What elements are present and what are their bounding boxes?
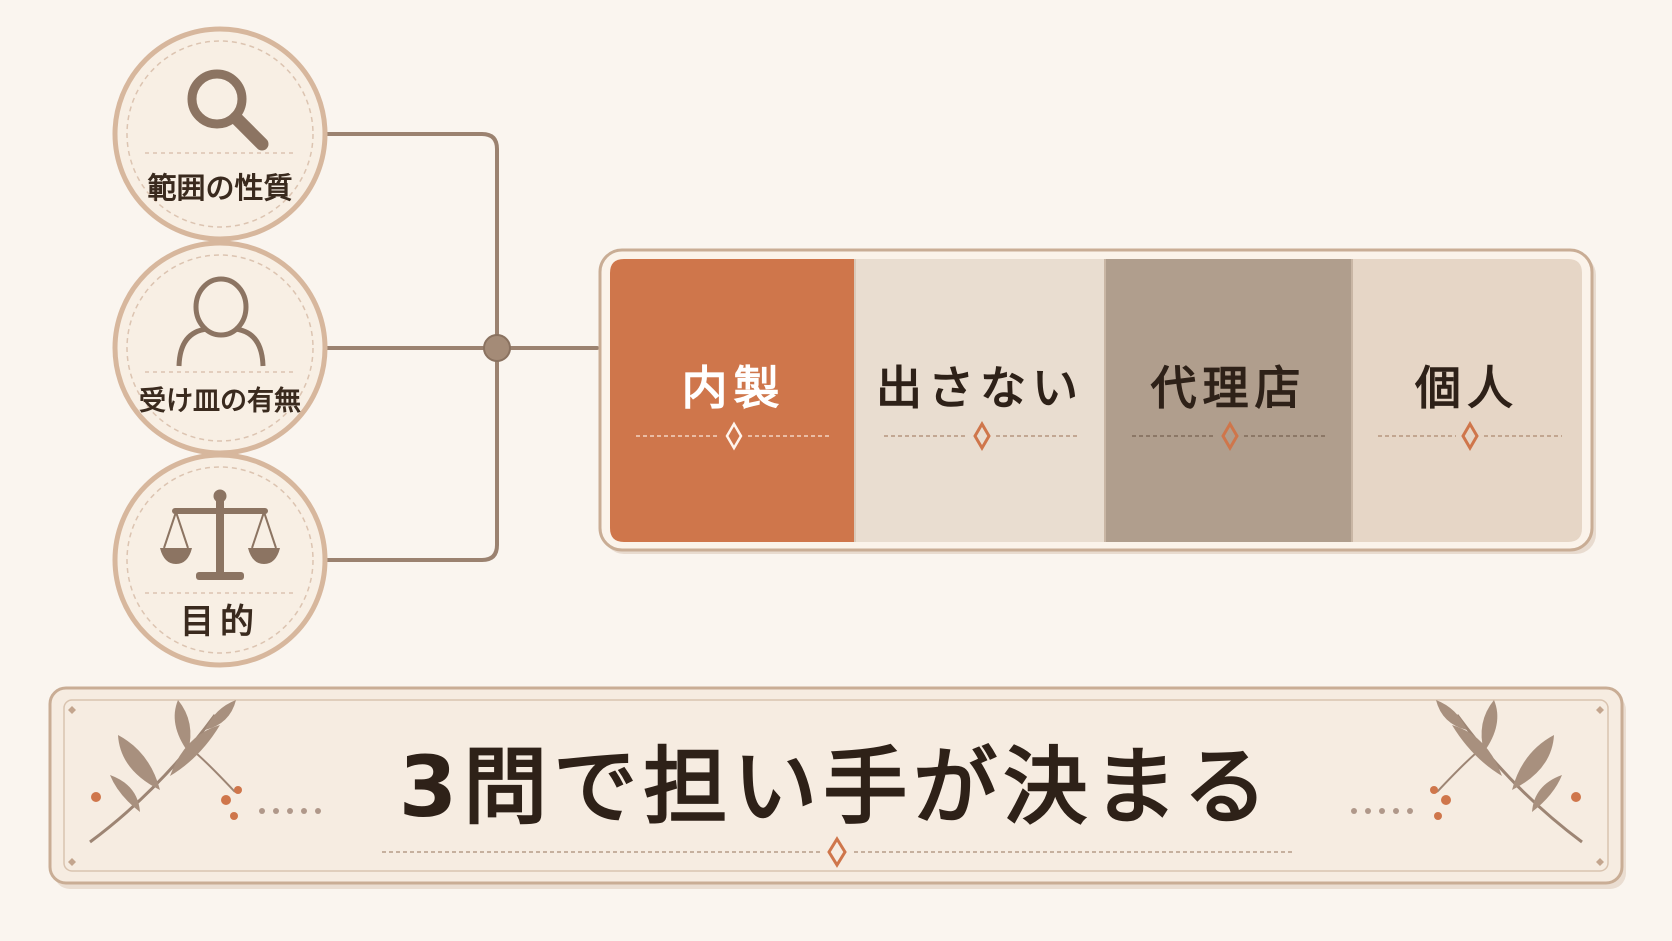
magnifier-icon — [187, 69, 269, 151]
option-ornament-1 — [636, 421, 830, 451]
question-label-1: 範囲の性質 — [147, 171, 293, 205]
options-panel — [598, 248, 1596, 554]
question-circle-2 — [112, 240, 328, 456]
option-segment-4 — [1352, 259, 1582, 542]
option-ornament-2 — [884, 421, 1078, 451]
question-label-2: 受け皿の有無 — [139, 386, 301, 417]
leaf-sprig-left-icon — [89, 700, 242, 844]
question-label-3: 目的 — [180, 602, 260, 642]
conclusion-banner — [48, 686, 1626, 889]
question-circle-1 — [112, 26, 328, 242]
dots-left — [259, 808, 321, 814]
option-label-kojin: 個人 — [1415, 361, 1519, 415]
dots-right — [1351, 808, 1413, 814]
question-circle-3 — [112, 452, 328, 668]
scales-icon — [160, 489, 280, 580]
option-segment-1 — [610, 259, 855, 542]
connector-line-3 — [320, 346, 499, 562]
option-segment-2 — [855, 259, 1105, 542]
option-label-dairiten: 代理店 — [1150, 361, 1307, 415]
connector-junction — [483, 334, 511, 362]
option-label-naisei: 内製 — [681, 361, 786, 415]
conclusion-title: 3問で担い手が決まる — [398, 738, 1274, 836]
connector-line-1 — [320, 132, 499, 350]
person-icon — [176, 276, 266, 367]
banner-ornament — [382, 836, 1292, 868]
option-ornament-3 — [1132, 421, 1326, 451]
leaf-sprig-right-icon — [1430, 700, 1583, 844]
connector-lines — [320, 132, 599, 562]
option-segment-3 — [1105, 259, 1352, 542]
option-ornament-4 — [1378, 421, 1562, 451]
option-label-dasanai: 出さない — [876, 361, 1084, 415]
